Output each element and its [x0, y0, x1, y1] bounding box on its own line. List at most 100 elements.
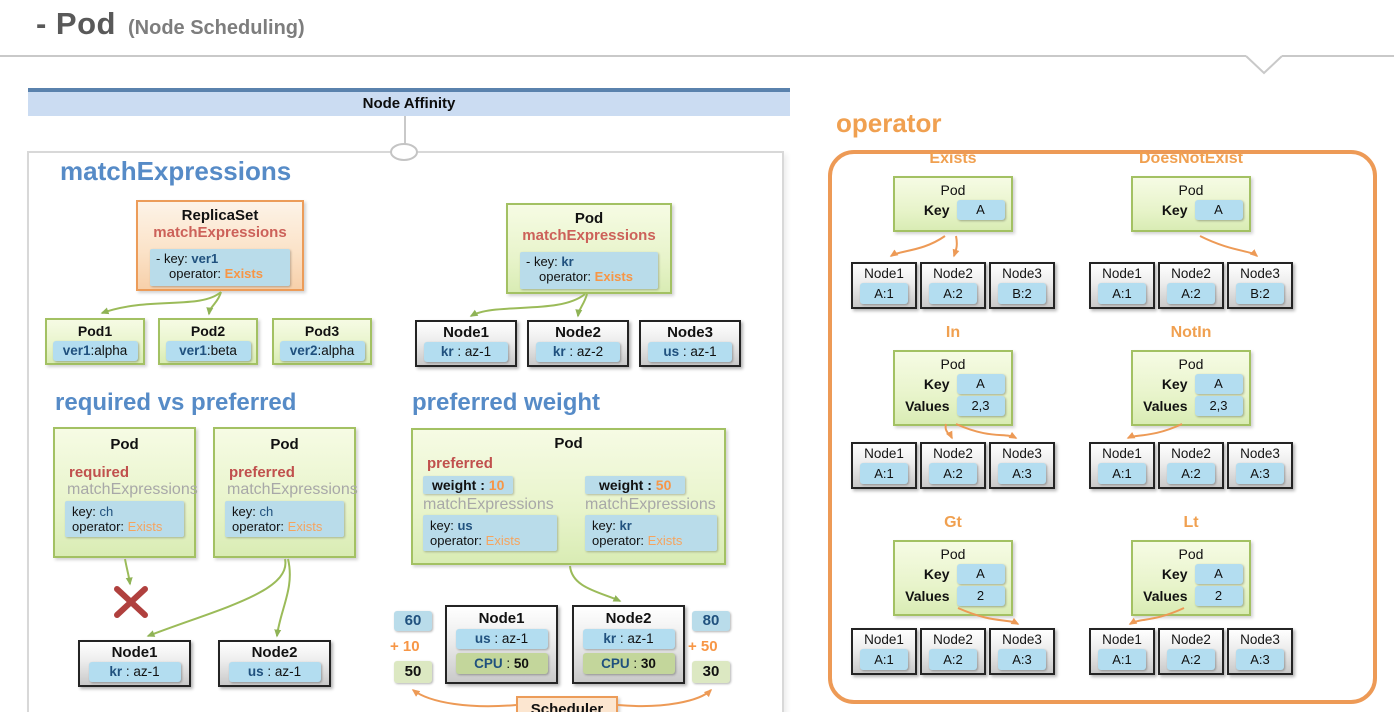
rule-op-value: Exists	[127, 519, 163, 534]
weight-rule-2: weight : 50 matchExpressions key: kr ope…	[585, 476, 721, 551]
node2-box: Node2 kr : az-2	[527, 320, 629, 367]
node-chip: B:2	[1236, 283, 1284, 304]
pod-title: Pod	[110, 436, 139, 453]
node3-title: Node3	[667, 324, 713, 341]
score-base-right: 80	[692, 611, 730, 631]
rule-key-value: ver1	[191, 251, 219, 266]
operator-group-title: Lt	[1183, 514, 1199, 531]
values-chip: 2,3	[1194, 396, 1243, 416]
required-pod-box: Pod required matchExpressions key: ch op…	[53, 427, 198, 558]
chip-rest: : az-1	[490, 631, 529, 646]
weight-value: 10	[488, 477, 505, 493]
match-rule: key: kr operator: Exists	[585, 515, 717, 551]
pod3-box: Pod3 ver2:alpha	[272, 318, 372, 365]
pod-title: Pod	[1178, 182, 1204, 198]
node-label-chip: kr : az-1	[582, 629, 675, 649]
pod2-label-chip: ver1:beta	[165, 341, 251, 361]
node-title: Node3	[1240, 632, 1280, 647]
chip-key: us	[663, 344, 680, 359]
chip-key: ver1	[62, 343, 91, 358]
section-heading-matchexpressions: matchExpressions	[60, 156, 292, 186]
node-title: Node1	[864, 446, 904, 461]
node-chip: A:3	[1236, 649, 1284, 670]
pod-matchexpressions-box: Pod matchExpressions - key: kr operator:…	[506, 203, 672, 294]
matchexpressions-label: matchExpressions	[423, 496, 554, 513]
rule-key-value: ch	[99, 504, 114, 519]
chip-key: kr	[552, 344, 566, 359]
cpu-label: CPU	[601, 656, 630, 671]
rule-key-label: - key:	[156, 251, 188, 266]
chip-rest: : az-1	[616, 631, 654, 646]
chip-rest: : az-1	[679, 344, 717, 359]
pod-title: Pod	[940, 546, 966, 562]
key-label: Key	[923, 566, 950, 582]
rule-key-value: kr	[561, 254, 574, 269]
values-label: Values	[1143, 398, 1188, 414]
node-chip: A:3	[998, 463, 1046, 484]
matchexpressions-label: matchExpressions	[227, 481, 358, 498]
key-chip: A	[1194, 564, 1243, 584]
node-chip: A:1	[1098, 649, 1146, 670]
cpu-label: CPU	[474, 656, 503, 671]
rule-op-label: operator:	[430, 533, 483, 548]
operator-frame	[828, 150, 1377, 704]
rvp-node2-box: Node2 us : az-1	[218, 640, 331, 687]
node-title: Node3	[1002, 266, 1042, 281]
chip-key: us	[474, 631, 491, 646]
node-title: Node3	[1240, 446, 1280, 461]
operator-group-title: DoesNotExist	[1138, 150, 1244, 167]
section-heading-operator: operator	[836, 108, 942, 138]
page-title: - Pod (Node Scheduling)	[36, 6, 305, 42]
node-title: Node1	[864, 632, 904, 647]
weight-pod-box: Pod preferred weight : 10 matchExpressio…	[411, 428, 726, 565]
node-title: Node3	[1240, 266, 1280, 281]
rule-key-label: key:	[592, 518, 616, 533]
replicaset-match-rule: - key: ver1 operator: Exists	[150, 249, 290, 286]
node-title: Node3	[1002, 446, 1042, 461]
chip-rest: : az-1	[263, 664, 302, 679]
score-value: 60	[404, 612, 422, 629]
mode-label: required	[69, 464, 130, 481]
rule-key-value: kr	[619, 518, 632, 533]
rule-op-value: Exists	[287, 519, 323, 534]
operator-group-title: Exists	[929, 150, 977, 167]
replicaset-subtitle: matchExpressions	[153, 224, 287, 241]
pod-title: Pod	[940, 182, 966, 198]
pod-title: Pod	[1178, 546, 1204, 562]
pod-title: Pod	[574, 210, 604, 227]
rule-op-label: operator:	[592, 533, 645, 548]
chip-key: ver1	[179, 343, 207, 358]
node-cpu-chip: CPU : 30	[582, 653, 675, 674]
rule-op-value: Exists	[224, 266, 263, 281]
node-chip: A:1	[1098, 283, 1146, 304]
weight-chip: weight : 10	[423, 476, 514, 494]
chip-rest: : az-1	[453, 344, 492, 359]
node-chip: A:3	[1236, 463, 1284, 484]
node-title: Node2	[933, 266, 973, 281]
page-title-sub: (Node Scheduling)	[128, 17, 305, 39]
key-label: Key	[923, 376, 950, 392]
chip-key: kr	[440, 344, 454, 359]
values-chip: 2	[1194, 586, 1243, 606]
pod-title: Pod	[554, 435, 583, 452]
chip-rest: :alpha	[317, 343, 355, 358]
pod-title: Pod	[270, 436, 299, 453]
node-title: Node1	[1102, 266, 1142, 281]
node-title: Node2	[605, 610, 652, 627]
key-chip: A	[1194, 374, 1243, 394]
node-chip: A:2	[929, 649, 977, 670]
key-label: Key	[923, 202, 950, 218]
weight-label: weight :	[432, 477, 485, 493]
chip-key: kr	[603, 631, 617, 646]
